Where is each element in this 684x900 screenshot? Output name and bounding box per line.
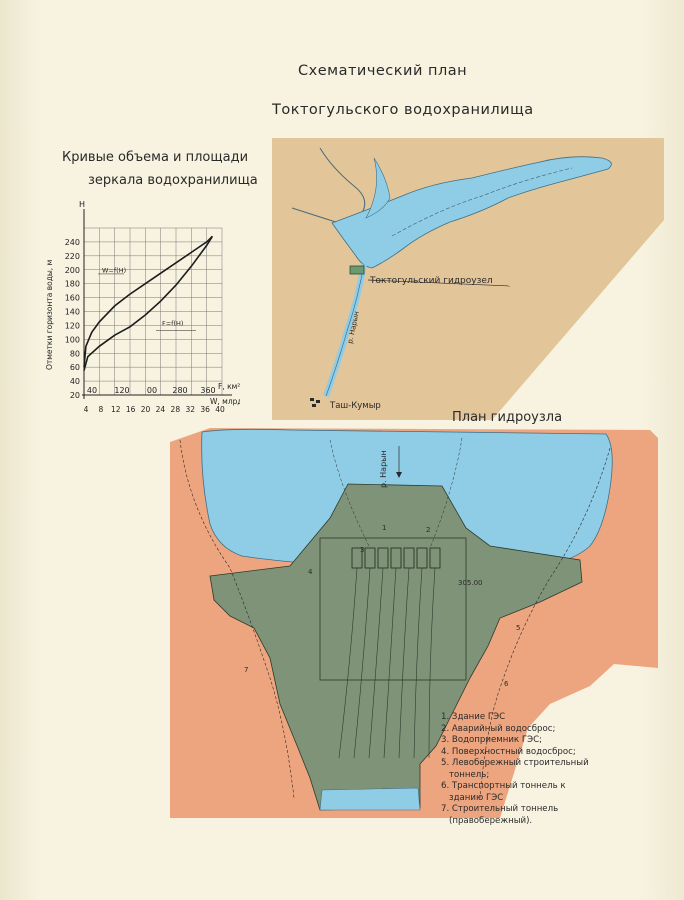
y-tick-label: 240 bbox=[65, 238, 80, 247]
marker-2: 2 bbox=[426, 526, 430, 534]
x-w-tick-label: 20 bbox=[141, 405, 151, 414]
legend-item-1: 1. Здание ГЭС bbox=[441, 712, 506, 722]
dam-body bbox=[209, 483, 583, 811]
legend-item-6-cont: зданию ГЭС bbox=[449, 792, 504, 803]
x-w-tick-label: 16 bbox=[126, 405, 136, 414]
hydro-legend: 1. Здание ГЭС 2. Аварийный водосброс; 3.… bbox=[441, 712, 589, 827]
penstock-line bbox=[428, 567, 436, 759]
marker-6: 6 bbox=[504, 680, 509, 688]
legend-item-7-cont: (правобережный). bbox=[449, 815, 533, 826]
x-w-tick-label: 28 bbox=[171, 405, 181, 414]
x-axis-f-label: F, км² bbox=[218, 382, 240, 391]
powerhouse-outline bbox=[319, 537, 467, 681]
series-line-volume bbox=[83, 235, 213, 368]
legend-item-5-cont: тоннель; bbox=[449, 769, 490, 780]
reservoir-water bbox=[331, 156, 612, 269]
chart-axes bbox=[82, 209, 232, 399]
y-tick-label: 20 bbox=[70, 391, 80, 400]
tunnel-left bbox=[179, 439, 295, 799]
tunnel-mid-1 bbox=[329, 439, 371, 549]
penstock-line bbox=[383, 567, 397, 759]
x-f-tick-label: 40 bbox=[87, 386, 97, 395]
marker-4: 4 bbox=[308, 568, 313, 576]
curves-title-line1: Кривые объема и площади bbox=[62, 150, 249, 165]
y-axis-letter: H bbox=[79, 200, 85, 209]
tributary-river-1 bbox=[319, 147, 366, 217]
curves-title-line2: зеркала водохранилища bbox=[88, 173, 258, 188]
marker-7: 7 bbox=[244, 666, 248, 674]
volume-area-chart: 20 40 60 80 100 120 140 160 180 200 220 240 H Отметки… bbox=[45, 200, 240, 414]
hydro-plan: р. Нарын 305.00 1 2 3 4 5 6 7 bbox=[170, 428, 658, 818]
legend-item-6: 6. Транспортный тоннель к bbox=[441, 781, 566, 791]
y-tick-label: 40 bbox=[70, 377, 80, 386]
series-line-area bbox=[83, 235, 214, 371]
y-tick-label: 220 bbox=[65, 252, 80, 261]
x-axis-w-label: W, млрд. м³ bbox=[210, 397, 240, 406]
marker-5: 5 bbox=[516, 624, 520, 632]
x-w-tick-label: 12 bbox=[111, 405, 121, 414]
y-tick-label: 120 bbox=[65, 321, 80, 330]
town-marker-2 bbox=[316, 400, 320, 403]
dam-label: Токтогульский гидроузел bbox=[369, 276, 493, 286]
series-label-volume: W=f(H) bbox=[102, 267, 126, 275]
x-f-tick-label: 280 bbox=[172, 386, 187, 395]
x-f-tick-label: 360 bbox=[200, 386, 215, 395]
tailrace-water bbox=[319, 787, 421, 811]
legend-item-3: 3. Водоприемник ГЭС; bbox=[441, 735, 542, 745]
legend-item-7: 7. Строительный тоннель bbox=[441, 804, 559, 814]
marker-1: 1 bbox=[382, 524, 386, 532]
y-tick-label: 160 bbox=[65, 294, 80, 303]
main-subtitle: Токтогульского водохранилища bbox=[272, 102, 534, 118]
x-f-tick-label: 00 bbox=[147, 386, 157, 395]
legend-item-4: 4. Поверхностный водосброс; bbox=[441, 746, 576, 757]
reservoir-map: Токтогульский гидроузел р. Нарын Таш-Кум… bbox=[272, 138, 664, 420]
y-tick-label: 140 bbox=[65, 308, 80, 317]
main-title: Схематический план bbox=[298, 63, 468, 79]
series-label-area: F=f(H) bbox=[162, 319, 183, 327]
x-w-tick-label: 40 bbox=[215, 405, 225, 414]
chart-labels: 20 40 60 80 100 120 140 160 180 200 220 240 H Отметки… bbox=[45, 200, 240, 414]
reservoir-arm bbox=[365, 157, 391, 219]
x-w-tick-label: 32 bbox=[185, 405, 195, 414]
y-tick-label: 60 bbox=[70, 363, 80, 372]
town-label: Таш-Кумыр bbox=[329, 401, 381, 411]
x-f-tick-label: 120 bbox=[114, 386, 129, 395]
town-marker-1 bbox=[310, 398, 314, 401]
elevation-label: 305.00 bbox=[458, 579, 483, 587]
hydro-plan-title: План гидроузла bbox=[452, 410, 563, 425]
x-w-tick-label: 8 bbox=[98, 405, 103, 414]
penstock-line bbox=[353, 567, 371, 759]
penstock-lines bbox=[338, 567, 436, 759]
y-tick-label: 200 bbox=[65, 266, 80, 275]
legend-item-2: 2. Аварийный водосброс; bbox=[441, 723, 556, 734]
x-w-tick-label: 24 bbox=[156, 405, 166, 414]
flow-arrow-head bbox=[396, 472, 402, 478]
town-marker-3 bbox=[312, 404, 316, 407]
penstock-line bbox=[368, 567, 384, 759]
tunnel-mid-2 bbox=[429, 437, 463, 549]
plan-river-label: р. Нарын bbox=[379, 450, 388, 488]
y-tick-label: 180 bbox=[65, 280, 80, 289]
dam-leader-line bbox=[367, 279, 511, 287]
penstock-line bbox=[338, 567, 358, 759]
marker-3: 3 bbox=[360, 546, 364, 554]
y-tick-label: 80 bbox=[70, 349, 80, 358]
penstock-line bbox=[413, 567, 423, 759]
y-tick-label: 100 bbox=[65, 335, 80, 344]
tunnel-right bbox=[479, 447, 611, 799]
legend-item-5: 5. Левобережный строительный bbox=[441, 758, 589, 768]
penstock-line bbox=[398, 567, 410, 759]
chart-series bbox=[83, 235, 214, 371]
x-w-tick-label: 36 bbox=[200, 405, 210, 414]
y-axis-label: Отметки горизонта воды, м bbox=[45, 260, 54, 370]
x-w-tick-label: 4 bbox=[84, 405, 89, 414]
road-line bbox=[391, 167, 573, 237]
dam-marker bbox=[349, 265, 365, 275]
naryn-river-edge bbox=[325, 263, 365, 397]
